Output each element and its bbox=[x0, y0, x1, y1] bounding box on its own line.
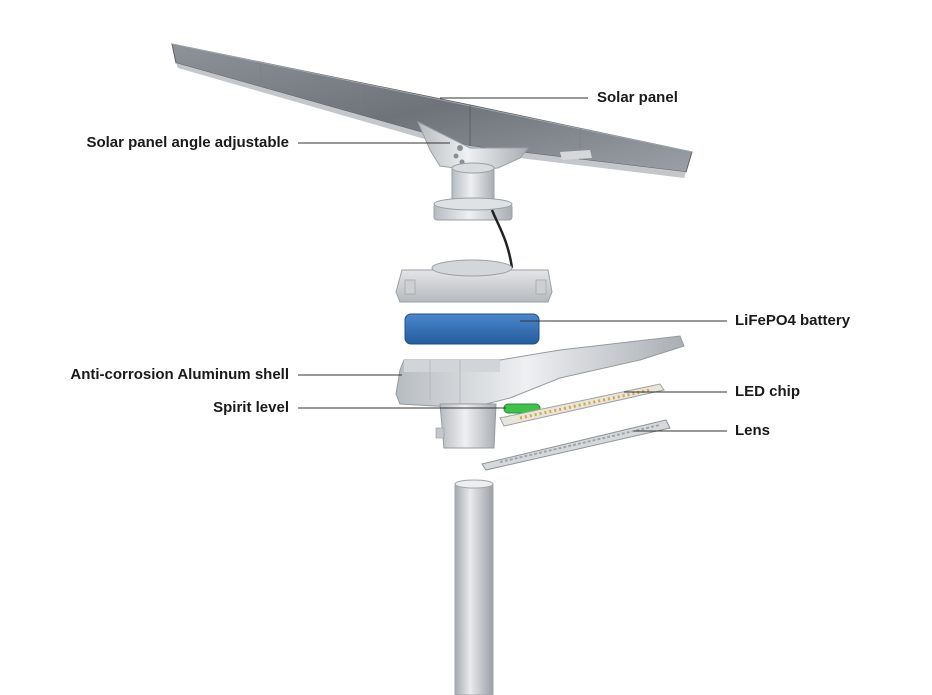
battery-part bbox=[404, 313, 540, 345]
led-chip-part bbox=[499, 383, 665, 427]
label-shell: Anti-corrosion Aluminum shell bbox=[70, 366, 289, 383]
solar-panel-part bbox=[171, 43, 693, 178]
leader-lines bbox=[298, 97, 727, 432]
battery-box-part bbox=[395, 259, 553, 303]
angle-bracket-part bbox=[417, 120, 530, 269]
label-lens: Lens bbox=[735, 422, 771, 439]
label-angle-adjustable: Solar panel angle adjustable bbox=[86, 134, 289, 151]
label-led-chip: LED chip bbox=[735, 383, 801, 400]
label-battery: LiFePO4 battery bbox=[735, 312, 851, 329]
pole-part bbox=[454, 479, 494, 695]
label-solar-panel: Solar panel bbox=[597, 89, 678, 106]
lamp-housing-part bbox=[395, 335, 685, 449]
lens-part bbox=[481, 419, 671, 471]
label-spirit-level: Spirit level bbox=[213, 399, 289, 416]
